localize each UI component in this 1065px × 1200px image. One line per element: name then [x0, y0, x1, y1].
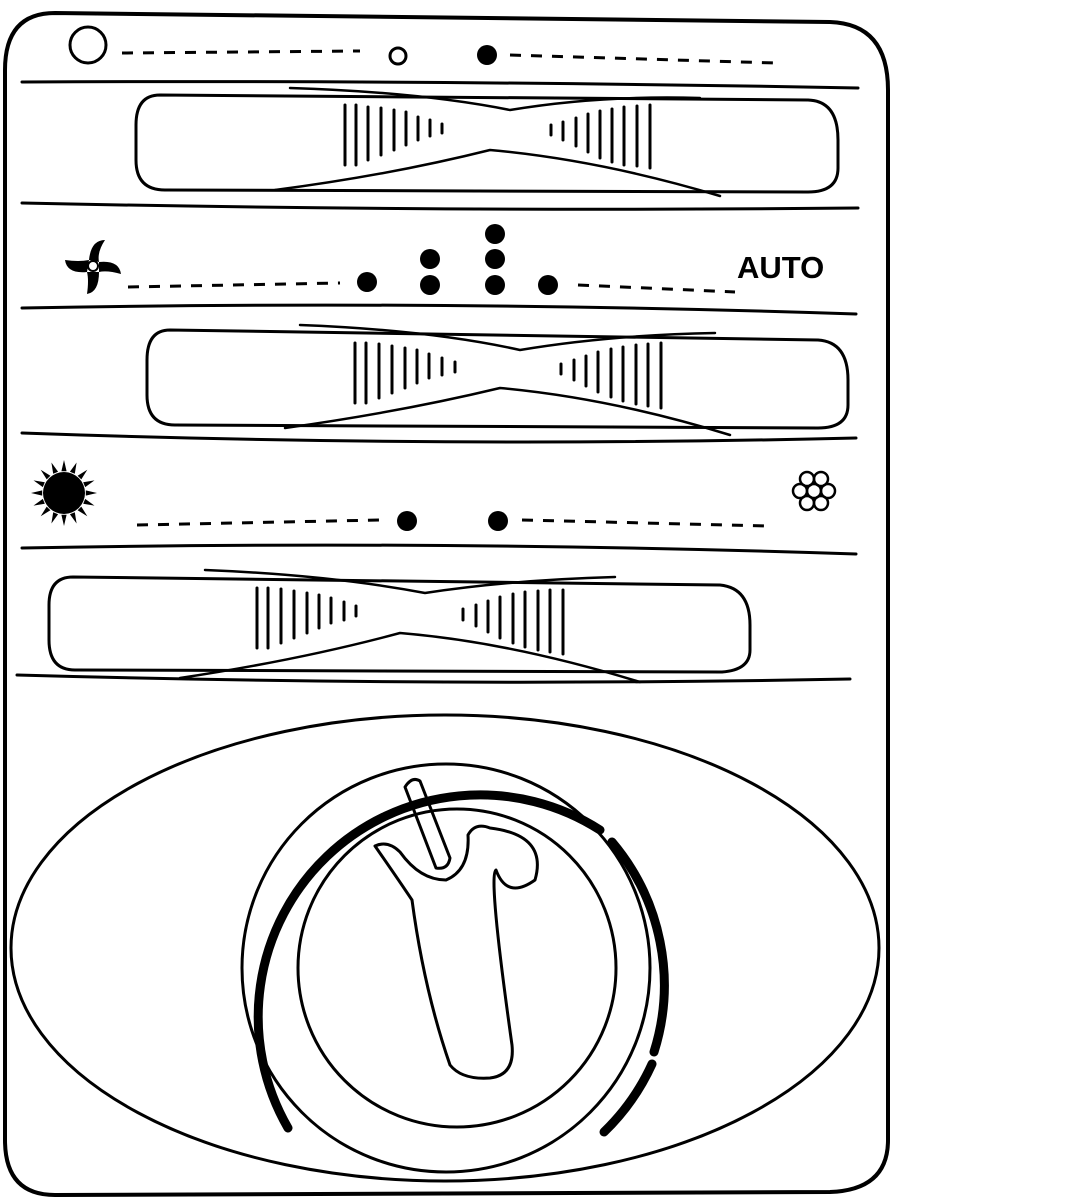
sun-ray: [61, 460, 67, 472]
fan-slider[interactable]: [145, 323, 850, 437]
indicator-dot: [477, 45, 497, 65]
sun-icon: [31, 460, 97, 526]
panel-outline: [3, 11, 890, 1197]
dial-pointer: [403, 778, 452, 870]
sun-ray: [77, 506, 88, 517]
indicator-dot: [488, 511, 508, 531]
heat-cool-row: [31, 460, 837, 531]
circle-large-icon: [68, 25, 108, 65]
divider-4: [20, 431, 858, 444]
sun-ray: [69, 512, 77, 524]
circle-small-icon: [388, 46, 408, 66]
circulation-slider[interactable]: [134, 86, 840, 198]
sun-ray: [77, 469, 88, 480]
divider-6: [15, 673, 852, 684]
dial-inner-ring: [296, 807, 618, 1129]
indicator-dot: [538, 275, 558, 295]
sun-ray: [83, 498, 95, 506]
sun-ray: [83, 480, 95, 488]
indicator-dot: [485, 249, 505, 269]
temperature-dial[interactable]: [240, 762, 669, 1174]
circulation-row: [68, 25, 776, 66]
indicator-dot: [420, 249, 440, 269]
sun-ray: [33, 498, 45, 506]
indicator-dot: [397, 511, 417, 531]
dial-grip: [373, 824, 539, 1080]
sun-ray: [61, 514, 67, 526]
divider-3: [20, 303, 858, 316]
indicator-dot: [485, 224, 505, 244]
cool-cluster-icon: [791, 470, 837, 512]
fan-speed-row: AUTO: [65, 224, 824, 295]
fan-icon: [65, 240, 121, 294]
indicator-dot: [420, 275, 440, 295]
dial-outer-ring: [240, 762, 652, 1174]
divider-1: [20, 80, 860, 90]
divider-5: [20, 543, 858, 556]
dial-arc-right-lower: [599, 1059, 657, 1137]
temperature-slider[interactable]: [47, 568, 752, 684]
sun-ray: [69, 462, 77, 474]
sun-ray: [51, 462, 59, 474]
dial-arc-left: [253, 790, 605, 1133]
dial-arc-right-upper: [607, 837, 669, 1057]
auto-label: AUTO: [737, 250, 824, 285]
indicator-dot: [485, 275, 505, 295]
dial-housing: [9, 713, 881, 1183]
sun-ray: [40, 469, 51, 480]
sun-ray: [40, 506, 51, 517]
sun-ray: [85, 490, 97, 496]
sun-ray: [31, 490, 43, 496]
divider-2: [20, 201, 860, 211]
indicator-dot: [357, 272, 377, 292]
sun-ray: [33, 480, 45, 488]
sun-ray: [51, 512, 59, 524]
